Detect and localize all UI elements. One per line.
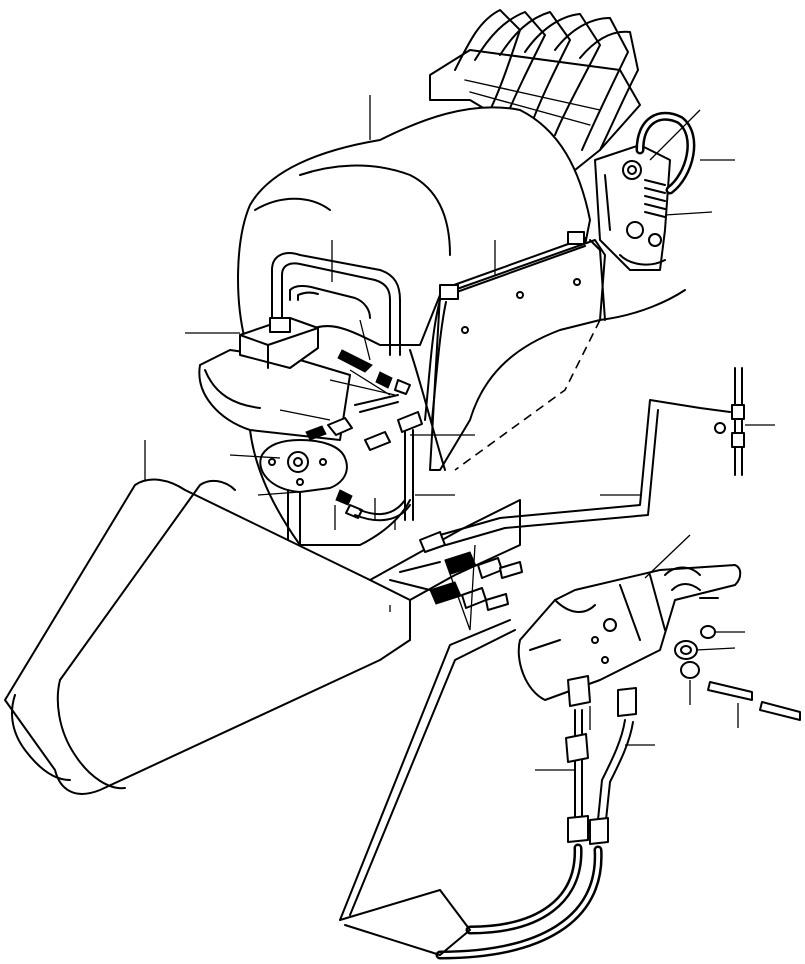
flange-plate — [259, 439, 348, 546]
tee-fitting — [714, 367, 745, 476]
leader-lines — [144, 95, 775, 771]
valve-block — [239, 252, 401, 369]
valve-bracket — [594, 111, 696, 271]
upper-tube — [439, 231, 586, 300]
hoses — [339, 675, 637, 960]
pilot-valve — [517, 564, 742, 701]
tray-outline — [339, 619, 516, 921]
vertical-pipes — [397, 299, 447, 521]
floor-plate — [4, 478, 521, 795]
control-valve-stack — [429, 9, 641, 171]
fittings-cluster — [305, 349, 411, 522]
hose-block — [389, 399, 731, 631]
